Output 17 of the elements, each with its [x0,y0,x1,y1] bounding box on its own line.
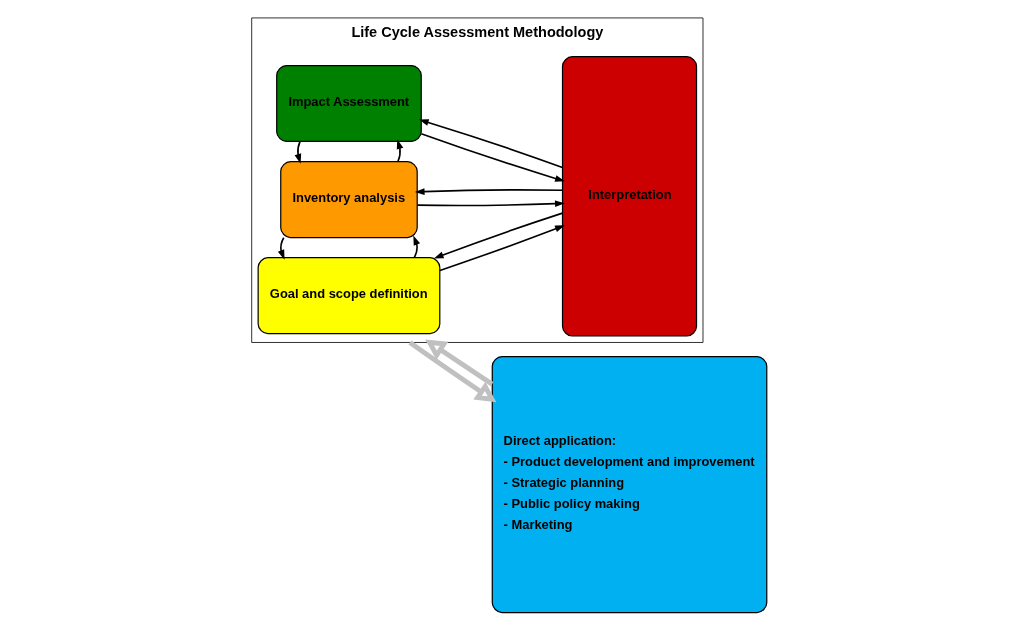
node-box: Inventory analysis [280,161,418,239]
arrow [433,212,564,259]
arrow [420,132,565,182]
arrow [425,339,494,387]
arrow [408,340,497,403]
arrow [439,225,565,272]
node-box: Direct application: - Product development and improvement - Strategic planning - Public policy making - Marketing [491,356,768,614]
arrow [416,200,565,208]
node-box: Impact Assessment [276,64,422,143]
arrow [294,140,302,164]
node-box: Goal and scope definition [257,257,441,335]
arrow [414,188,564,196]
arrow [396,139,404,163]
node-box: Interpretation [561,56,698,337]
arrow [277,236,285,260]
arrow [413,235,421,259]
arrow [418,119,564,169]
